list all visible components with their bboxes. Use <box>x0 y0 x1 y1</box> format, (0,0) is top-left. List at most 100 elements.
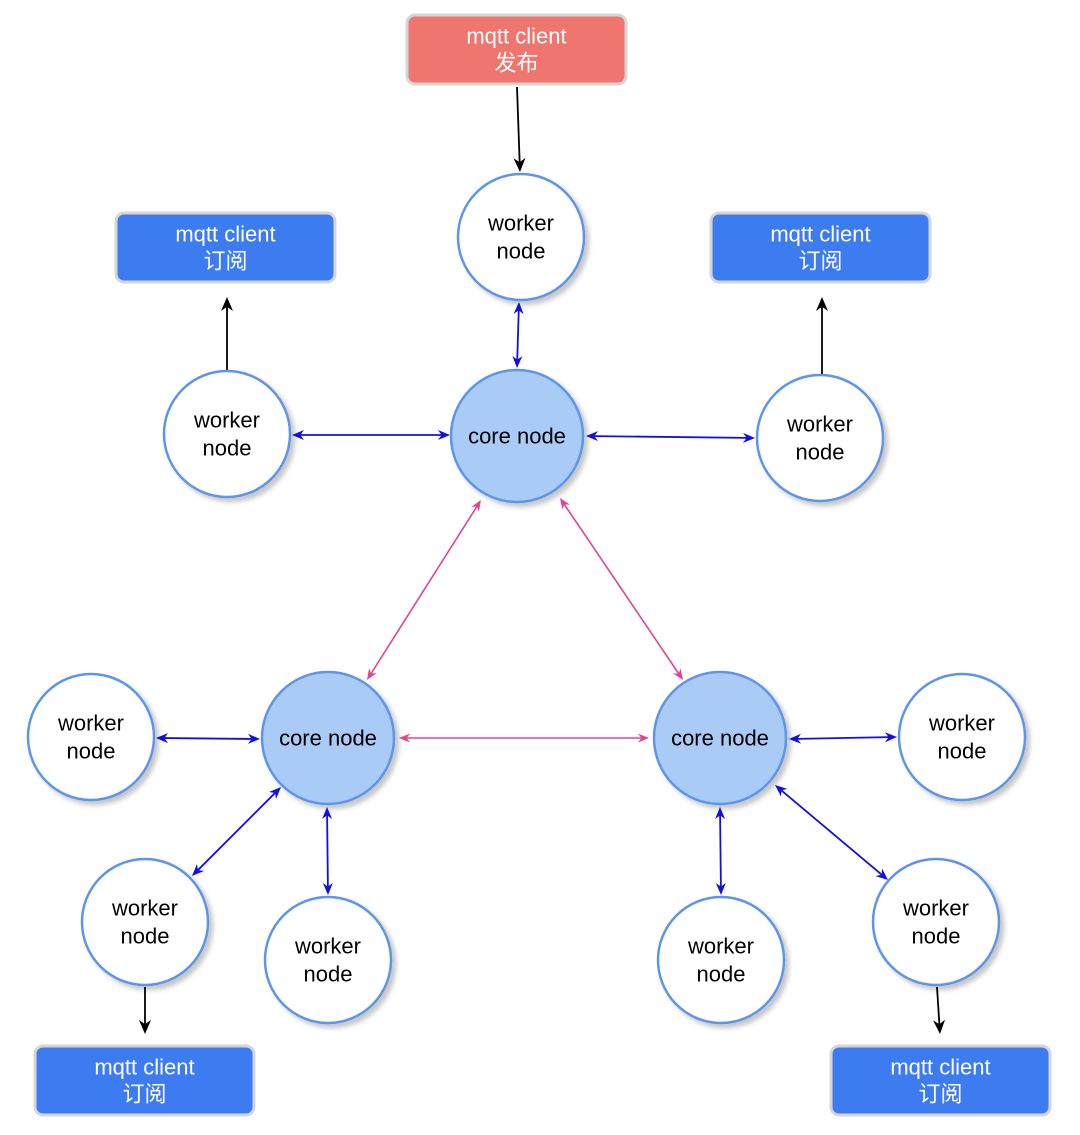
core-node-circle <box>652 670 788 806</box>
arrowhead-end <box>438 430 450 440</box>
label-line-1: mqtt client <box>466 24 566 49</box>
edge-worker-left-lower-core-left <box>192 787 281 876</box>
label-line-2: 订阅 <box>122 1082 166 1107</box>
shapes-layer: core node core node core node worker node wor… <box>26 13 1052 1117</box>
label-line-1: worker <box>193 408 260 433</box>
label-line-2: node <box>304 962 353 987</box>
arrowhead-start <box>322 807 333 820</box>
label-line-1: core node <box>671 726 769 751</box>
arrowhead-end <box>512 355 523 368</box>
worker-node-circle <box>456 172 586 302</box>
connector-line <box>594 435 747 439</box>
arrowhead-start <box>560 498 570 510</box>
worker-node-circle <box>26 672 156 802</box>
edge-worker-top-left-core-top <box>292 430 450 440</box>
arrowhead-end <box>322 882 333 895</box>
edge-worker-left-lower-subscriber <box>139 987 151 1034</box>
connector-line <box>780 789 883 876</box>
connector-line <box>326 815 329 887</box>
label-line-2: node <box>203 436 252 461</box>
label-line-1: core node <box>279 726 377 751</box>
client-box <box>829 1044 1052 1117</box>
arrowhead-start <box>513 302 524 315</box>
worker-left-bottom: worker node <box>263 895 393 1025</box>
label-line-2: 订阅 <box>918 1082 962 1107</box>
core-right: core node <box>652 670 788 806</box>
arrowhead-start <box>292 430 304 440</box>
core-node-circle <box>260 670 396 806</box>
arrowhead-end <box>247 733 260 744</box>
label-line-1: mqtt client <box>770 222 870 247</box>
arrowhead-start <box>789 733 802 744</box>
worker-node-circle <box>871 857 1001 987</box>
label-line-1: mqtt client <box>890 1055 990 1080</box>
connector-line <box>797 736 889 740</box>
arrowhead-end <box>673 668 683 680</box>
worker-node-circle <box>897 672 1027 802</box>
edge-core-top-core-left <box>367 500 481 680</box>
arrowhead-end <box>268 787 281 800</box>
arrowhead-end <box>742 432 755 443</box>
client-box <box>33 1044 256 1117</box>
worker-top: worker node <box>456 172 586 302</box>
label-line-2: node <box>697 962 746 987</box>
core-left: core node <box>260 670 396 806</box>
label-line-2: node <box>497 239 546 264</box>
edge-worker-top-core-top <box>512 302 524 368</box>
edge-core-right-worker-right-lower <box>775 785 888 880</box>
edge-worker-top-right-subscriber <box>816 297 828 376</box>
connector-line <box>197 792 276 871</box>
arrowhead-end <box>513 157 526 172</box>
edge-core-left-core-right <box>399 733 649 743</box>
arrowhead-end <box>367 668 377 680</box>
label-line-2: node <box>938 739 987 764</box>
worker-left-lower: worker node <box>80 857 210 987</box>
arrowhead-start <box>399 733 410 743</box>
connector-line <box>563 503 680 675</box>
client-box <box>709 211 932 284</box>
worker-node-circle <box>656 895 786 1025</box>
arrowhead-start <box>192 863 205 876</box>
label-line-1: mqtt client <box>175 222 275 247</box>
connector-line <box>936 986 941 1025</box>
label-line-2: 订阅 <box>203 249 247 274</box>
label-line-1: core node <box>468 424 566 449</box>
label-line-1: worker <box>294 934 361 959</box>
label-line-2: node <box>121 924 170 949</box>
label-line-1: worker <box>928 711 995 736</box>
core-top: core node <box>449 368 585 504</box>
connector-line <box>370 506 478 674</box>
client-box <box>405 13 628 86</box>
edges-layer <box>139 86 946 1034</box>
worker-node-circle <box>162 369 292 499</box>
label-line-1: worker <box>487 211 554 236</box>
arrowhead-start <box>715 807 726 820</box>
arrowhead-start <box>586 431 599 442</box>
edge-core-top-worker-top-right <box>586 431 755 443</box>
worker-node-circle <box>80 857 210 987</box>
arrowhead-end <box>816 297 828 311</box>
worker-node-circle <box>755 373 885 503</box>
label-line-2: node <box>67 739 116 764</box>
worker-top-left: worker node <box>162 369 292 499</box>
arrowhead-start <box>156 733 169 744</box>
label-line-1: worker <box>111 896 178 921</box>
arrowhead-end <box>638 733 649 743</box>
label-line-2: 发布 <box>494 51 538 76</box>
arrowhead-end <box>715 882 726 895</box>
edge-core-right-worker-right <box>789 732 897 744</box>
arrowhead-end <box>933 1019 946 1034</box>
arrowhead-end <box>139 1020 151 1034</box>
edge-worker-left-core-left <box>156 733 260 744</box>
edge-core-top-core-right <box>560 498 683 680</box>
edge-worker-top-left-subscriber <box>221 297 233 370</box>
connector-line <box>516 86 521 163</box>
